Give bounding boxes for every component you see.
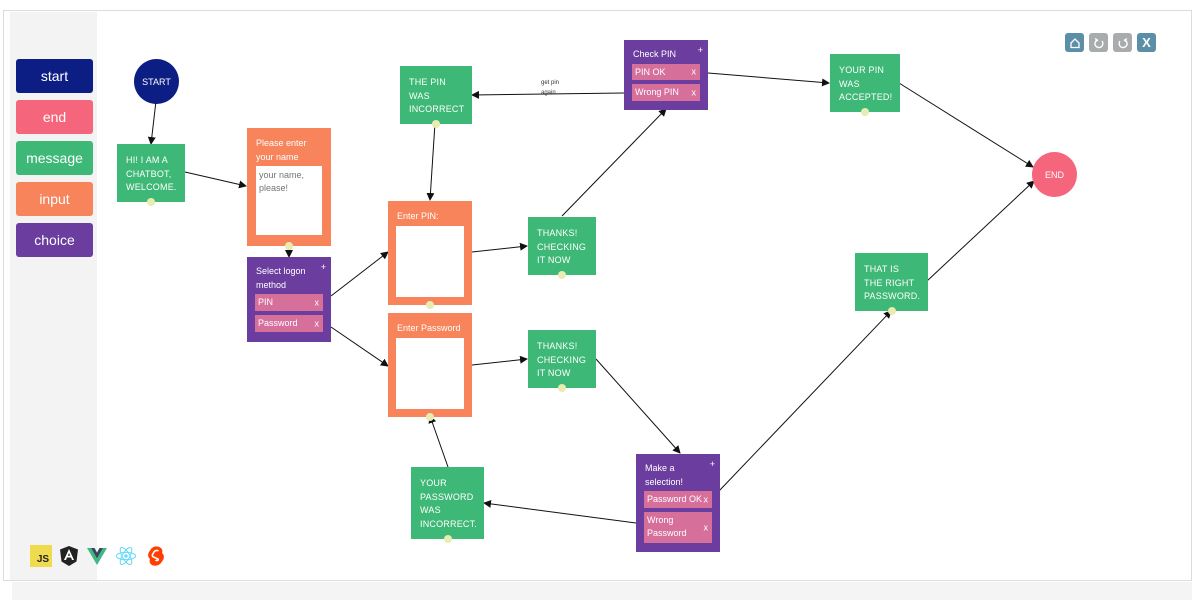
redo-icon	[1117, 37, 1128, 48]
pin-incorrect-message-node[interactable]: THE PIN WAS INCORRECT	[400, 66, 472, 128]
connector-handle[interactable]	[887, 307, 896, 315]
palette-message-button[interactable]: message	[16, 141, 93, 175]
home-button[interactable]	[1065, 33, 1084, 52]
angular-icon[interactable]	[58, 545, 80, 567]
palette-input-button[interactable]: input	[16, 182, 93, 216]
pin-incorrect-text: THE PIN WAS INCORRECT	[409, 77, 465, 114]
right-password-message-node[interactable]: THAT IS THE RIGHT PASSWORD.	[855, 253, 928, 315]
pin-input-field[interactable]	[396, 226, 464, 297]
choice-option-wrong-pin[interactable]: Wrong PIN x	[632, 84, 700, 101]
remove-option-button[interactable]: x	[691, 87, 697, 97]
pin-accepted-message-node[interactable]: YOUR PIN WAS ACCEPTED!	[830, 54, 900, 116]
add-option-button[interactable]: +	[709, 459, 715, 469]
password-input-field[interactable]	[396, 338, 464, 409]
password-choice-node[interactable]: + Make a selection! Password OK x Wrong …	[636, 454, 720, 552]
welcome-message-node[interactable]: HI! I AM A CHATBOT, WELCOME.	[117, 144, 185, 206]
palette-end-button[interactable]: end	[16, 100, 93, 134]
palette-choice-button[interactable]: choice	[16, 223, 93, 257]
javascript-icon[interactable]: JS	[30, 545, 52, 567]
option-label: Password OK	[647, 494, 703, 504]
option-label: Password	[258, 318, 298, 328]
checking-password-text: THANKS! CHECKING IT NOW	[537, 341, 587, 378]
choice-option-wrong-password[interactable]: Wrong Password x	[644, 512, 712, 543]
connector-handle[interactable]	[861, 108, 869, 116]
bottom-strip	[12, 582, 1192, 600]
option-label: Wrong Password	[647, 515, 687, 538]
add-option-button[interactable]: +	[697, 45, 703, 55]
connector-handle[interactable]	[558, 271, 566, 279]
home-icon	[1069, 37, 1080, 48]
undo-icon	[1093, 37, 1104, 48]
choice-option-password-ok[interactable]: Password OK x	[644, 491, 712, 508]
choice-option-pin[interactable]: PIN x	[255, 294, 323, 311]
remove-option-button[interactable]: x	[691, 66, 697, 77]
connector-handle[interactable]	[147, 198, 155, 206]
pin-input-node[interactable]: Enter PIN:	[388, 201, 472, 309]
password-incorrect-text: YOUR PASSWORD WAS INCORRECT.	[420, 478, 478, 529]
close-button[interactable]: X	[1137, 33, 1156, 52]
name-input-node[interactable]: Please enter your name	[247, 128, 331, 250]
remove-option-button[interactable]: x	[314, 297, 320, 307]
connector-handle[interactable]	[558, 384, 566, 392]
vue-icon[interactable]	[86, 545, 108, 567]
password-incorrect-message-node[interactable]: YOUR PASSWORD WAS INCORRECT.	[411, 467, 484, 543]
palette-start-button[interactable]: start	[16, 59, 93, 93]
option-label: Wrong PIN	[635, 87, 679, 97]
pin-accepted-text: YOUR PIN WAS ACCEPTED!	[839, 65, 893, 102]
connector-handle[interactable]	[432, 120, 440, 128]
connector-handle[interactable]	[285, 242, 293, 250]
checking-pin-message-node[interactable]: THANKS! CHECKING IT NOW	[528, 217, 596, 279]
connector-handle[interactable]	[443, 535, 452, 543]
pin-input-title: Enter PIN:	[397, 211, 439, 221]
name-input-title: Please enter your name	[256, 138, 307, 162]
checking-password-message-node[interactable]: THANKS! CHECKING IT NOW	[528, 330, 596, 392]
end-node[interactable]: END	[1032, 152, 1077, 197]
logon-choice-title: Select logon method	[256, 266, 306, 290]
option-label: PIN	[258, 297, 274, 307]
password-input-title: Enter Password	[397, 323, 461, 333]
check-pin-choice-node[interactable]: + Check PIN PIN OK x Wrong PIN x	[624, 40, 708, 110]
checking-pin-text: THANKS! CHECKING IT NOW	[537, 228, 587, 265]
redo-button[interactable]	[1113, 33, 1132, 52]
choice-option-password[interactable]: Password x	[255, 315, 323, 332]
check-pin-choice-title: Check PIN	[633, 49, 677, 59]
editor-frame	[3, 10, 1192, 581]
edge-label-get-pin-again: get pin again	[541, 80, 560, 96]
option-label: PIN OK	[635, 67, 666, 77]
right-password-text: THAT IS THE RIGHT PASSWORD.	[864, 264, 921, 301]
connector-handle[interactable]	[426, 301, 434, 309]
password-choice-title: Make a selection!	[645, 463, 684, 487]
welcome-message-text: HI! I AM A CHATBOT, WELCOME.	[126, 155, 177, 192]
undo-button[interactable]	[1089, 33, 1108, 52]
remove-option-button[interactable]: x	[703, 494, 709, 504]
name-input-field[interactable]	[256, 166, 322, 235]
remove-option-button[interactable]: x	[703, 522, 709, 532]
add-option-button[interactable]: +	[320, 262, 326, 272]
node-palette	[10, 12, 97, 580]
connector-handle[interactable]	[426, 413, 434, 421]
choice-option-pin-ok[interactable]: PIN OK x	[632, 64, 700, 80]
svelte-icon[interactable]	[145, 545, 167, 567]
remove-option-button[interactable]: x	[314, 318, 320, 328]
logon-choice-node[interactable]: + Select logon method PIN x Password x	[247, 257, 331, 342]
start-node[interactable]: START	[134, 59, 179, 104]
react-icon[interactable]	[115, 545, 137, 567]
password-input-node[interactable]: Enter Password	[388, 313, 472, 421]
